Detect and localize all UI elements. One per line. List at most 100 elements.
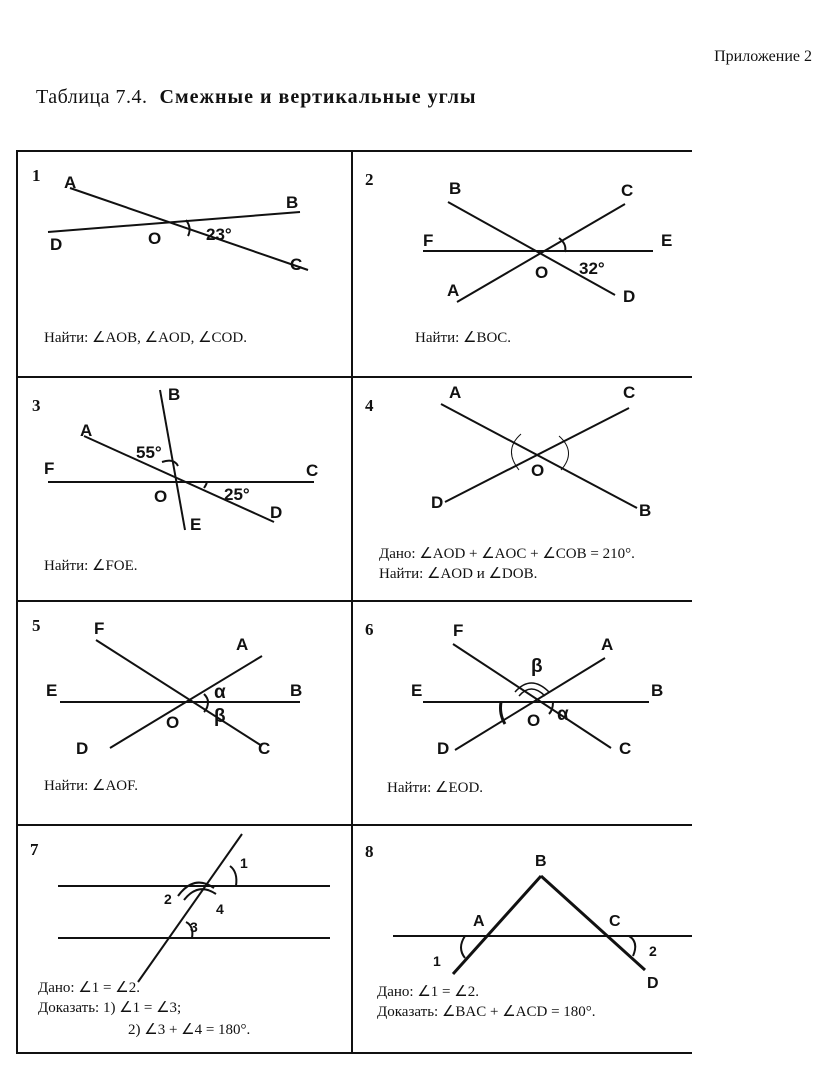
point-label: B — [286, 193, 298, 212]
point-label: D — [623, 287, 635, 306]
angle-label: 1 — [433, 953, 441, 969]
problem-number: 6 — [365, 620, 374, 639]
point-label: B — [290, 681, 302, 700]
point-label: F — [453, 621, 463, 640]
point-label: C — [609, 913, 621, 930]
row-divider-3 — [18, 824, 692, 826]
figure-5: F A E B O D C α β — [46, 619, 302, 758]
problem-cell-2: 2 B C F E O A D 32° Найти: ∠BOC. — [353, 152, 692, 376]
point-label: D — [270, 503, 282, 522]
angle-label: 23° — [206, 225, 232, 244]
point-label: C — [619, 739, 631, 758]
figure-8: B A C D 1 2 — [393, 853, 692, 992]
angle-label: 2 — [164, 891, 172, 907]
problem-number: 2 — [365, 170, 374, 189]
point-label: D — [437, 739, 449, 758]
figure-2: B C F E O A D 32° — [423, 179, 672, 306]
point-label: A — [80, 421, 92, 440]
point-label: C — [290, 255, 302, 274]
point-label: C — [306, 461, 318, 480]
figure-7: 1 2 4 3 — [58, 833, 330, 983]
problems-table: 1 A B D O C 23° Найти: ∠AOB, ∠AOD, ∠COD.… — [16, 150, 692, 1054]
point-label: F — [94, 619, 104, 638]
task-text: Доказать: ∠BAC + ∠ACD = 180°. — [377, 1004, 596, 1020]
point-label: E — [411, 681, 422, 700]
task-text: Найти: ∠AOD и ∠DOB. — [379, 566, 538, 582]
angle-label: 1 — [240, 855, 248, 871]
problem-number: 8 — [365, 842, 374, 861]
angle-label: α — [214, 682, 226, 703]
point-label: A — [601, 635, 613, 654]
point-label: E — [46, 681, 57, 700]
point-label: B — [168, 385, 180, 404]
problem-number: 1 — [32, 166, 41, 185]
task-text: Найти: ∠BOC. — [415, 330, 512, 346]
point-label: O — [535, 263, 548, 282]
point-label: A — [236, 635, 248, 654]
angle-label: 3 — [190, 919, 198, 935]
problem-cell-5: 5 F A E B O D C α β Найти: ∠AOF. — [18, 602, 351, 824]
angle-label: 4 — [216, 901, 224, 917]
task-text: Найти: ∠AOB, ∠AOD, ∠COD. — [44, 330, 247, 346]
figure-4: A C O D B — [431, 383, 651, 520]
angle-label: 25° — [224, 485, 250, 504]
angle-label: 32° — [579, 259, 605, 278]
figure-1: A B D O C 23° — [47, 173, 309, 274]
point-label: O — [527, 711, 540, 730]
point-label: B — [535, 853, 547, 870]
table-title: Таблица 7.4. Смежные и вертикальные углы — [36, 86, 477, 109]
point-label: E — [190, 515, 201, 534]
table-number: Таблица 7.4. — [36, 86, 148, 108]
angle-label: β — [531, 656, 543, 677]
problem-cell-7: 7 1 2 4 3 Дано: ∠1 = ∠2. Доказать: 1) ∠1… — [18, 826, 351, 1050]
problem-cell-3: 3 B A F C O E D 55° 25° Найти: ∠FOE. — [18, 378, 351, 600]
point-label: A — [64, 173, 76, 192]
point-label: C — [623, 383, 635, 402]
task-text: Найти: ∠FOE. — [44, 558, 138, 574]
task-text: Найти: ∠AOF. — [44, 778, 139, 794]
problem-cell-1: 1 A B D O C 23° Найти: ∠AOB, ∠AOD, ∠COD. — [18, 152, 351, 376]
point-label: C — [621, 181, 633, 200]
point-label: F — [44, 459, 54, 478]
angle-label: 55° — [136, 443, 162, 462]
problem-number: 4 — [365, 396, 374, 415]
task-text: Дано: ∠AOD + ∠AOC + ∠COB = 210°. — [379, 546, 635, 562]
problem-cell-6: 6 F A E B O D C β α Най — [353, 602, 692, 824]
problem-number: 5 — [32, 616, 41, 635]
point-label: D — [76, 739, 88, 758]
problem-number: 7 — [30, 840, 39, 859]
row-divider-2 — [18, 600, 692, 602]
point-label: C — [258, 739, 270, 758]
row-divider-1 — [18, 376, 692, 378]
task-text: 2) ∠3 + ∠4 = 180°. — [128, 1022, 251, 1038]
problem-number: 3 — [32, 396, 41, 415]
angle-label: α — [557, 704, 569, 725]
figure-6: F A E B O D C β α — [411, 621, 663, 758]
point-label: A — [447, 281, 459, 300]
problem-cell-8: 8 B A C D 1 2 Дано: ∠1 = ∠2. Доказать: ∠… — [353, 826, 692, 1050]
point-label: O — [154, 487, 167, 506]
point-label: B — [449, 179, 461, 198]
point-label: E — [661, 231, 672, 250]
point-label: O — [531, 461, 544, 480]
task-text: Дано: ∠1 = ∠2. — [377, 984, 479, 1000]
task-text: Найти: ∠EOD. — [387, 780, 484, 796]
figure-3: B A F C O E D 55° 25° — [44, 385, 318, 534]
column-divider — [351, 152, 353, 1052]
point-label: D — [50, 235, 62, 254]
point-label: B — [639, 501, 651, 520]
point-label: B — [651, 681, 663, 700]
point-label: D — [431, 493, 443, 512]
point-label: F — [423, 231, 433, 250]
point-label: D — [647, 975, 659, 992]
point-label: O — [166, 713, 179, 732]
task-text: Дано: ∠1 = ∠2. — [38, 980, 140, 996]
appendix-label: Приложение 2 — [714, 48, 812, 65]
angle-label: β — [214, 706, 226, 727]
task-text: Доказать: 1) ∠1 = ∠3; — [38, 1000, 182, 1016]
angle-label: 2 — [649, 943, 657, 959]
problem-cell-4: 4 A C O D B Дано: ∠AOD + ∠AOC + ∠COB = 2… — [353, 378, 692, 600]
point-label: O — [148, 229, 161, 248]
table-name: Смежные и вертикальные углы — [159, 86, 477, 108]
point-label: A — [473, 913, 485, 930]
